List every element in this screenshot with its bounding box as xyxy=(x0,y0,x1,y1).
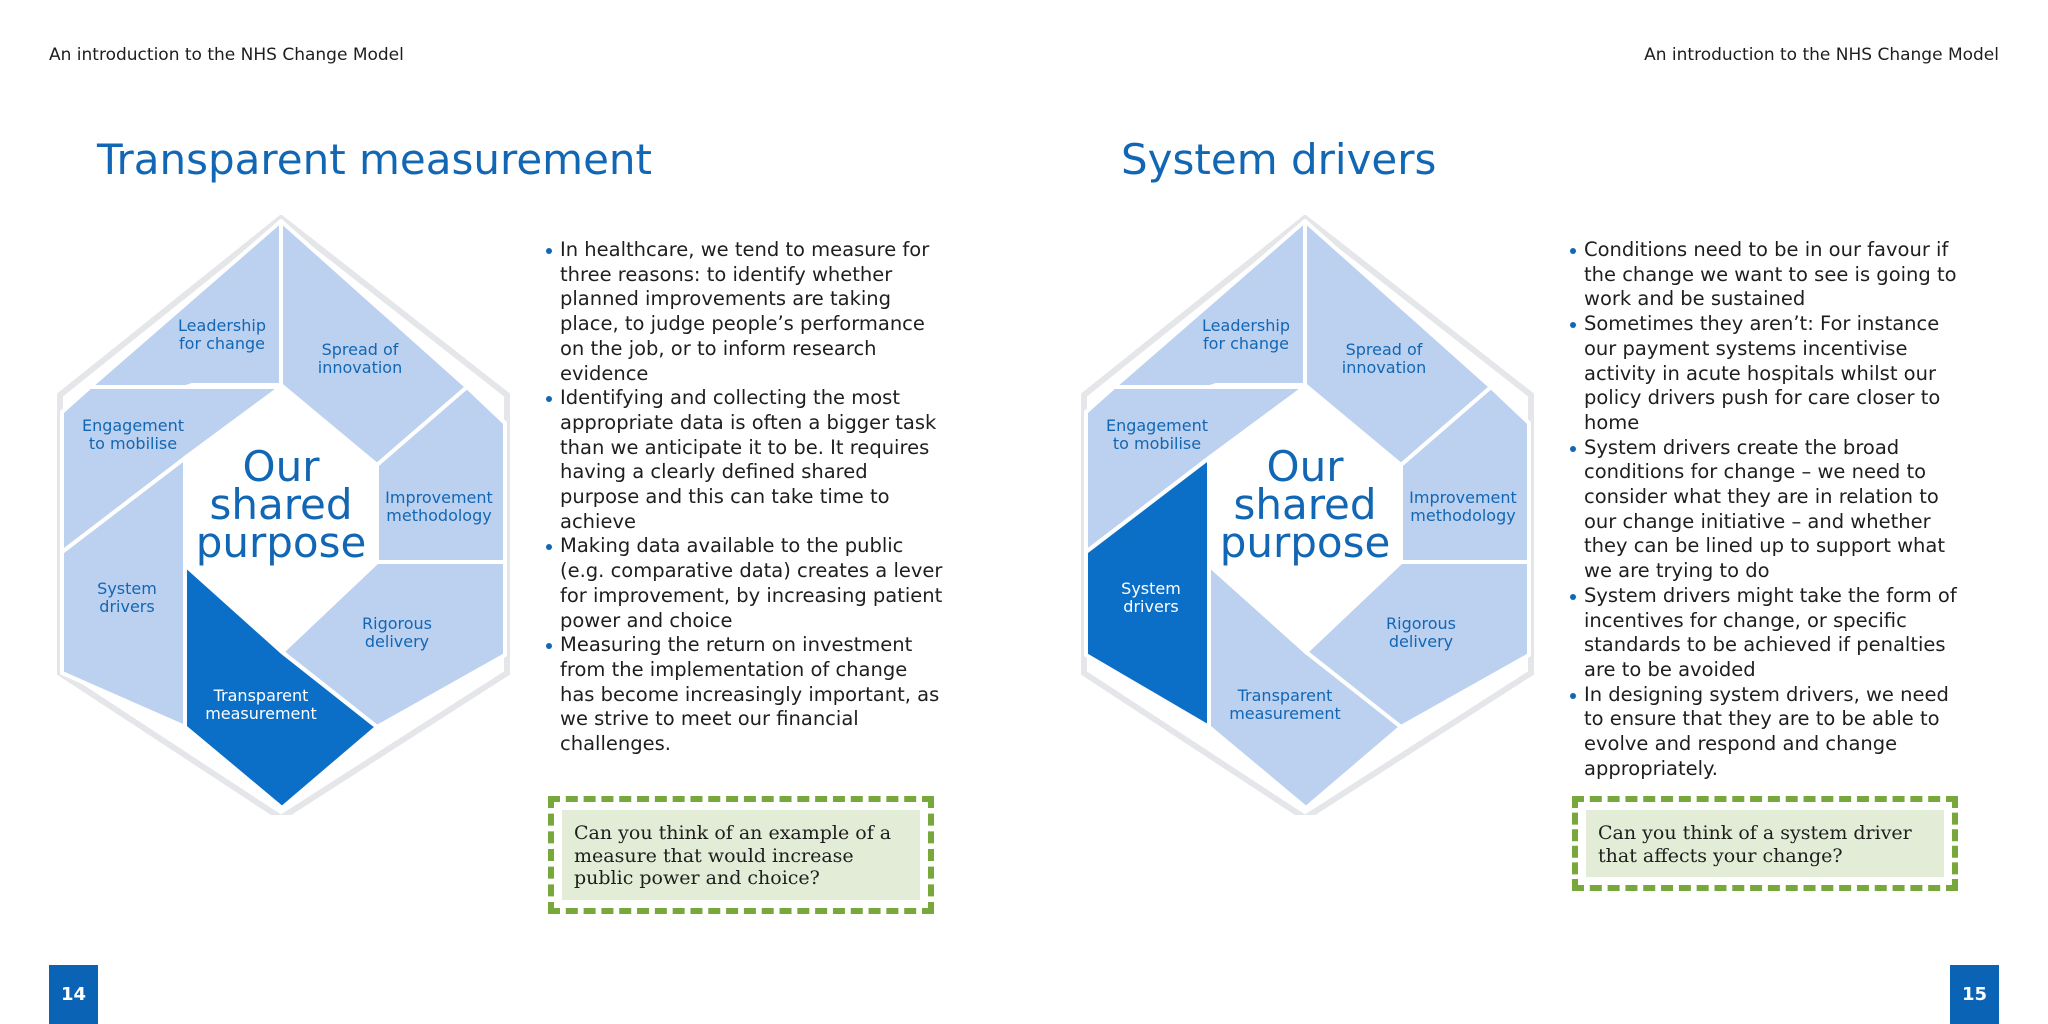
label-rigorous-2: delivery xyxy=(365,632,429,651)
page-left: An introduction to the NHS Change Model … xyxy=(49,45,946,1024)
segment-leadership xyxy=(88,219,283,389)
diagram-outline xyxy=(57,215,510,815)
label-spread-2: innovation xyxy=(1342,358,1426,377)
bullet-item: System drivers might take the form of in… xyxy=(1570,584,1970,683)
bullet-list: In healthcare, we tend to measure for th… xyxy=(546,238,946,757)
page-number: 14 xyxy=(49,965,98,1024)
label-spread-1: Spread of xyxy=(1346,340,1423,359)
center-line-2: shared xyxy=(209,480,352,529)
bullet-list: Conditions need to be in our favour if t… xyxy=(1570,238,1970,781)
label-leadership-2: for change xyxy=(179,334,265,353)
label-system-1: System xyxy=(1121,579,1181,598)
segment-transparent-highlight xyxy=(183,563,379,810)
bullet-item: Identifying and collecting the most appr… xyxy=(546,386,946,534)
segment-leadership xyxy=(1112,219,1307,389)
label-spread-1: Spread of xyxy=(322,340,399,359)
question-text: Can you think of an example of a measure… xyxy=(562,810,920,900)
page-title: System drivers xyxy=(1121,135,1437,184)
label-rigorous-1: Rigorous xyxy=(1386,614,1456,633)
label-engagement-2: to mobilise xyxy=(1113,434,1201,453)
label-spread-2: innovation xyxy=(318,358,402,377)
diagram-outline xyxy=(1081,215,1534,815)
bullet-item: In healthcare, we tend to measure for th… xyxy=(546,238,946,386)
page-title: Transparent measurement xyxy=(97,135,653,184)
label-transparent-2: measurement xyxy=(205,704,317,723)
bullet-item: In designing system drivers, we need to … xyxy=(1570,683,1970,782)
label-engagement-1: Engagement xyxy=(1106,416,1208,435)
label-transparent-1: Transparent xyxy=(1237,686,1333,705)
running-header: An introduction to the NHS Change Model xyxy=(49,45,404,65)
bullet-item: Conditions need to be in our favour if t… xyxy=(1570,238,1970,312)
question-box: Can you think of an example of a measure… xyxy=(548,796,934,914)
label-transparent-1: Transparent xyxy=(213,686,309,705)
label-improvement-2: methodology xyxy=(386,506,491,525)
running-header: An introduction to the NHS Change Model xyxy=(1644,45,1999,65)
label-improvement-1: Improvement xyxy=(385,488,493,507)
bullet-item: Sometimes they aren’t: For instance our … xyxy=(1570,312,1970,436)
label-improvement-2: methodology xyxy=(1410,506,1515,525)
label-leadership-2: for change xyxy=(1203,334,1289,353)
center-line-3: purpose xyxy=(1220,518,1391,567)
center-line-3: purpose xyxy=(196,518,367,567)
label-rigorous-1: Rigorous xyxy=(362,614,432,633)
change-model-diagram: Leadership for change Spread of innovati… xyxy=(57,215,510,815)
label-engagement-1: Engagement xyxy=(82,416,184,435)
question-text: Can you think of a system driver that af… xyxy=(1586,810,1944,877)
label-leadership-1: Leadership xyxy=(1202,316,1290,335)
label-system-2: drivers xyxy=(1123,597,1178,616)
label-rigorous-2: delivery xyxy=(1389,632,1453,651)
bullet-item: System drivers create the broad conditio… xyxy=(1570,436,1970,584)
label-transparent-2: measurement xyxy=(1229,704,1341,723)
center-line-1: Our xyxy=(1267,442,1345,491)
label-system-2: drivers xyxy=(99,597,154,616)
label-engagement-2: to mobilise xyxy=(89,434,177,453)
label-system-1: System xyxy=(97,579,157,598)
bullet-item: Measuring the return on investment from … xyxy=(546,633,946,757)
center-line-1: Our xyxy=(243,442,321,491)
label-leadership-1: Leadership xyxy=(178,316,266,335)
question-box: Can you think of a system driver that af… xyxy=(1572,796,1958,891)
center-line-2: shared xyxy=(1233,480,1376,529)
segment-system-highlight xyxy=(1084,456,1211,729)
label-improvement-1: Improvement xyxy=(1409,488,1517,507)
bullet-item: Making data available to the public (e.g… xyxy=(546,534,946,633)
page-right: An introduction to the NHS Change Model … xyxy=(1024,0,2048,1024)
page-number: 15 xyxy=(1950,965,1999,1024)
change-model-diagram: Leadership for change Spread of innovati… xyxy=(1081,215,1534,815)
